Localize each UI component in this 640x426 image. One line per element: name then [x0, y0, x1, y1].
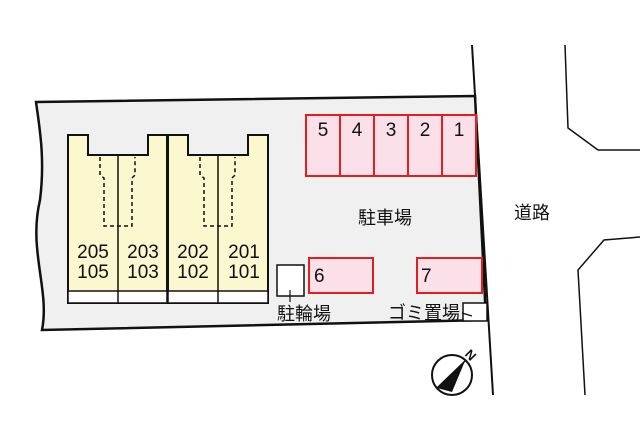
unit-number: 202: [177, 242, 209, 263]
stairs-outline: [99, 157, 136, 227]
building-right: [167, 134, 269, 304]
unit-number: 203: [127, 242, 159, 263]
garbage-box: [462, 302, 488, 322]
parking-number: 4: [352, 120, 363, 141]
parking-space-6: [308, 257, 374, 294]
unit-number: 101: [228, 262, 260, 283]
parking-number: 7: [421, 266, 432, 287]
parking-space-4: [339, 114, 375, 177]
stairs-outline: [199, 157, 236, 227]
parking-number: 3: [386, 120, 397, 141]
road-label: 道路: [514, 203, 550, 224]
parking-space-7: [416, 257, 483, 294]
parking-space-1: [441, 114, 477, 177]
parking-number: 5: [318, 120, 329, 141]
parking-space-5: [305, 114, 341, 177]
road-curb-upper: [564, 44, 640, 151]
parking-space-2: [407, 114, 443, 177]
parking-top-row: [305, 114, 477, 177]
parking-number: 2: [420, 120, 431, 141]
garbage-label: ゴミ置場: [388, 303, 460, 324]
unit-number: 105: [77, 262, 109, 283]
parking-number: 6: [314, 266, 325, 287]
unit-number: 205: [77, 242, 109, 263]
building-left: [67, 134, 168, 304]
parking-number: 1: [454, 120, 465, 141]
unit-number: 103: [127, 262, 159, 283]
parking-label: 駐車場: [358, 208, 412, 229]
unit-number: 201: [228, 242, 260, 263]
bike-parking-label: 駐輪場: [277, 304, 331, 325]
unit-number: 102: [177, 262, 209, 283]
compass-icon: [431, 354, 473, 396]
road-curb-lower: [577, 236, 640, 396]
